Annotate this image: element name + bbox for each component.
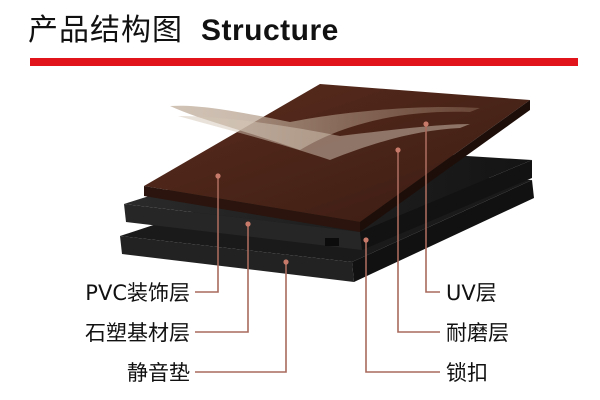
leader-lock-dot (363, 237, 369, 243)
leader-core (195, 224, 249, 333)
label-uv-layer: UV层 (446, 281, 497, 305)
title-english: Structure (201, 14, 339, 47)
leader-lines (195, 124, 440, 373)
leader-silent-pad (195, 262, 287, 373)
page-title: 产品结构图 Structure (28, 8, 339, 54)
peeling-film-layers (170, 105, 480, 160)
title-underline-bar (30, 58, 578, 66)
leader-wear (397, 150, 440, 333)
leader-uv (425, 124, 440, 293)
label-silent-pad: 静音垫 (127, 361, 190, 385)
leader-core-dot (245, 221, 251, 227)
leader-pvc-decor (195, 176, 219, 293)
title-chinese: 产品结构图 (28, 13, 183, 48)
label-pvc-decor-layer: PVC装饰层 (85, 281, 190, 305)
leader-wear-dot (395, 147, 401, 153)
lock-groove (325, 238, 339, 246)
leader-dots (215, 121, 429, 265)
leader-uv-dot (423, 121, 429, 127)
leader-lock (365, 240, 440, 373)
label-wear-layer: 耐磨层 (446, 321, 509, 345)
header: 产品结构图 Structure (0, 0, 600, 70)
label-stone-plastic-core-layer: 石塑基材层 (85, 321, 190, 345)
leader-pvc-decor-dot (215, 173, 221, 179)
leader-silent-pad-dot (283, 259, 289, 265)
label-lock: 锁扣 (446, 361, 488, 385)
